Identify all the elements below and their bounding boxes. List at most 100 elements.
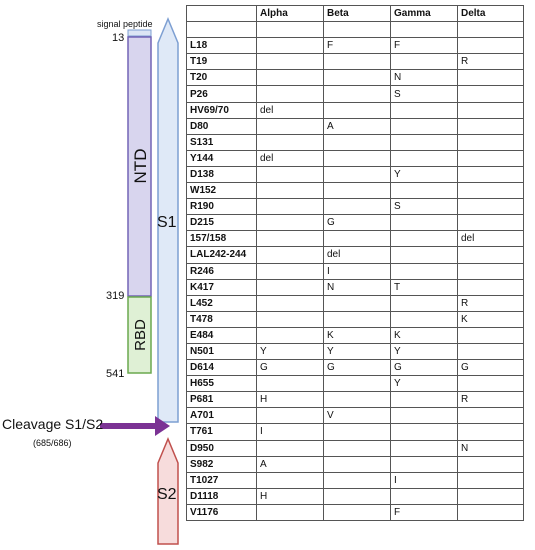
cell-beta xyxy=(323,294,391,312)
header-position xyxy=(186,4,257,23)
cell-beta xyxy=(323,487,391,505)
cell-alpha xyxy=(256,53,324,71)
cell-beta: G xyxy=(323,359,391,377)
cell-delta: K xyxy=(457,310,524,328)
table-row xyxy=(186,21,524,39)
cell-delta: N xyxy=(457,439,524,457)
cell-alpha: G xyxy=(256,359,324,377)
cell-position: D950 xyxy=(186,439,257,457)
cell-delta xyxy=(457,375,524,393)
cell-position: T1027 xyxy=(186,471,257,489)
cell-position: N501 xyxy=(186,342,257,361)
cell-delta xyxy=(457,101,524,119)
cell-alpha xyxy=(256,37,324,55)
cell-alpha xyxy=(256,278,324,296)
cell-alpha xyxy=(256,198,324,216)
cell-position xyxy=(186,21,257,39)
cell-position: T478 xyxy=(186,310,257,328)
cell-alpha xyxy=(256,310,324,328)
cell-gamma: G xyxy=(390,359,458,377)
cell-alpha xyxy=(256,439,324,457)
cell-position: D138 xyxy=(186,165,257,184)
cell-gamma: I xyxy=(390,471,458,489)
cell-delta xyxy=(457,37,524,55)
table-row: W152 xyxy=(186,182,524,200)
cell-delta xyxy=(457,21,524,39)
cell-position: L18 xyxy=(186,37,257,55)
cell-gamma: T xyxy=(390,278,458,296)
cell-gamma: N xyxy=(390,69,458,87)
cell-beta: N xyxy=(323,278,391,296)
cell-beta xyxy=(323,165,391,184)
cell-beta: I xyxy=(323,262,391,280)
cell-gamma: K xyxy=(390,326,458,344)
table-header-row: Alpha Beta Gamma Delta xyxy=(186,4,524,23)
cell-gamma xyxy=(390,487,458,505)
table-row: D138 Y xyxy=(186,165,524,184)
cell-gamma xyxy=(390,230,458,248)
cell-beta: K xyxy=(323,326,391,344)
cell-position: K417 xyxy=(186,278,257,296)
s1-arrow xyxy=(157,17,179,423)
cell-position: D1118 xyxy=(186,487,257,505)
cell-delta xyxy=(457,342,524,361)
table-row: S131 xyxy=(186,133,524,151)
tick-541: 541 xyxy=(106,368,124,380)
cell-position: D614 xyxy=(186,359,257,377)
cell-alpha: del xyxy=(256,101,324,119)
cell-beta xyxy=(323,439,391,457)
cell-delta xyxy=(457,455,524,473)
cell-gamma: Y xyxy=(390,165,458,184)
cell-beta: Y xyxy=(323,342,391,361)
cell-alpha xyxy=(256,326,324,344)
cell-alpha xyxy=(256,117,324,135)
ntd-domain xyxy=(127,36,152,297)
cell-gamma xyxy=(390,455,458,473)
cell-position: E484 xyxy=(186,326,257,344)
cell-beta xyxy=(323,85,391,103)
cell-position: T20 xyxy=(186,69,257,87)
cell-delta: G xyxy=(457,359,524,377)
cell-beta xyxy=(323,149,391,167)
cell-beta xyxy=(323,503,391,522)
cell-gamma: F xyxy=(390,37,458,55)
cell-gamma xyxy=(390,117,458,135)
cell-delta xyxy=(457,85,524,103)
cell-delta xyxy=(457,503,524,522)
cell-beta: del xyxy=(323,246,391,264)
cell-beta xyxy=(323,69,391,87)
cell-delta xyxy=(457,198,524,216)
cell-position: D80 xyxy=(186,117,257,135)
cell-beta xyxy=(323,230,391,248)
cell-delta xyxy=(457,149,524,167)
cell-position: LAL242-244 xyxy=(186,246,257,264)
cell-alpha: H xyxy=(256,391,324,409)
cell-delta xyxy=(457,262,524,280)
cell-delta xyxy=(457,487,524,505)
table-row: T1027 I xyxy=(186,471,524,489)
table-row: T20 N xyxy=(186,69,524,87)
cell-position: L452 xyxy=(186,294,257,312)
cell-beta xyxy=(323,391,391,409)
table-row: T478 K xyxy=(186,310,524,328)
cell-alpha: Y xyxy=(256,342,324,361)
cell-beta xyxy=(323,423,391,441)
cell-alpha xyxy=(256,503,324,522)
tick-13: 13 xyxy=(112,32,124,44)
cell-delta xyxy=(457,423,524,441)
cell-delta xyxy=(457,133,524,151)
cell-position: H655 xyxy=(186,375,257,393)
cell-alpha xyxy=(256,230,324,248)
cell-gamma xyxy=(390,294,458,312)
